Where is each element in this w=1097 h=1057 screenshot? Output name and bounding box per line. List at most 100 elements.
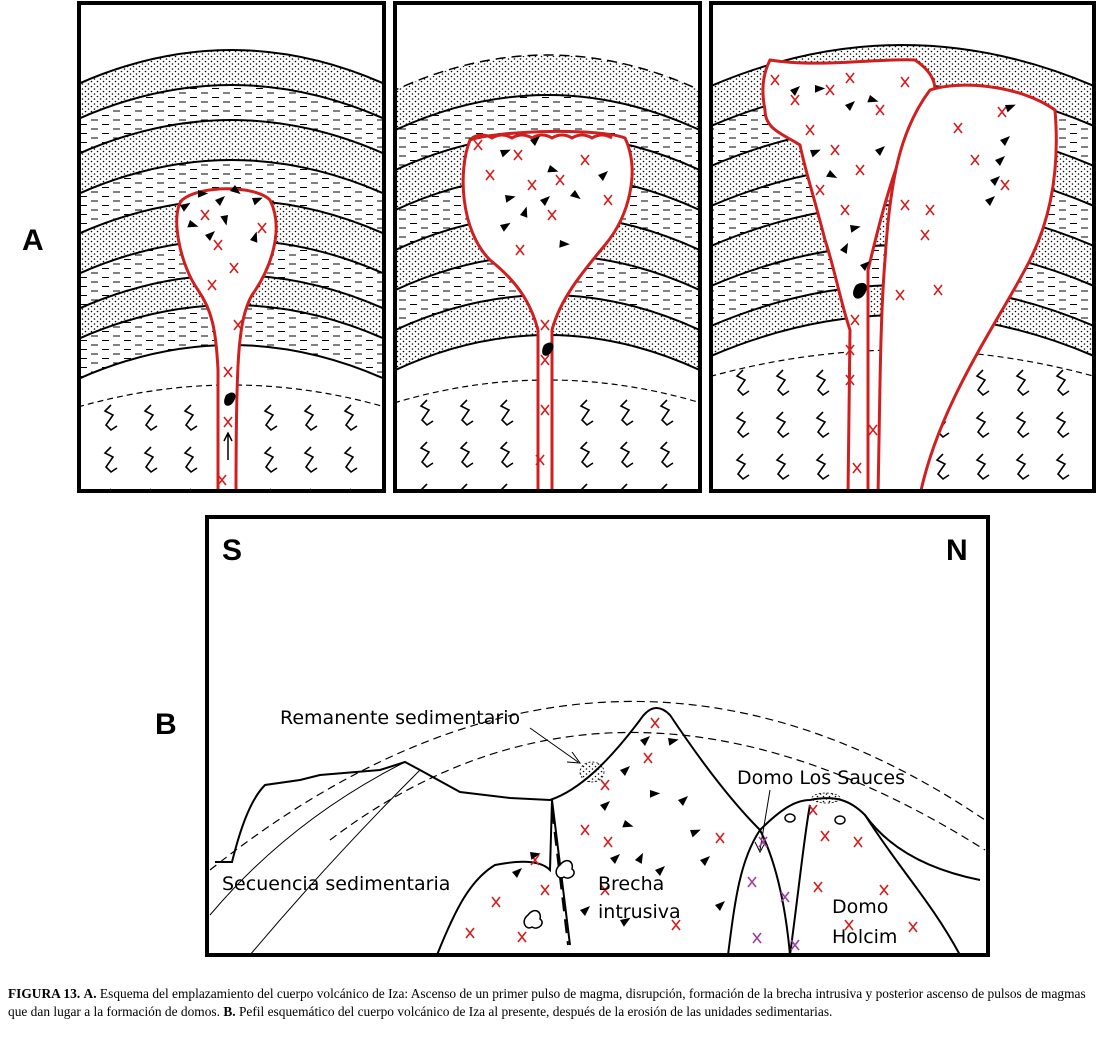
breccia-clast bbox=[197, 190, 209, 198]
disrupted-roof bbox=[471, 133, 613, 140]
basement-squiggle bbox=[499, 441, 514, 469]
panel-a-stage-3 bbox=[711, 44, 1094, 491]
crystal-x-mark bbox=[600, 779, 610, 791]
breccia-clast bbox=[530, 136, 540, 146]
domo-sauces-label: Domo Los Sauces bbox=[737, 767, 905, 789]
breccia-clast bbox=[850, 225, 861, 233]
holcim-label-2: Holcim bbox=[832, 926, 897, 948]
basement-squiggle bbox=[459, 441, 474, 469]
basement-squiggle bbox=[303, 404, 318, 432]
basement-squiggle bbox=[1015, 453, 1030, 481]
crystal-x-mark bbox=[920, 229, 930, 241]
basement-squiggle bbox=[579, 399, 594, 427]
panel-a1-frame bbox=[77, 1, 386, 493]
crystal-x-mark bbox=[830, 144, 840, 156]
panel-b-profile bbox=[209, 700, 986, 955]
vesicle bbox=[784, 813, 796, 823]
breccia-clast bbox=[205, 231, 215, 241]
panel-b-label: B bbox=[155, 708, 177, 741]
layer-boundary bbox=[711, 44, 1094, 88]
crystal-x-mark bbox=[752, 932, 762, 944]
crystal-x-mark bbox=[850, 314, 860, 326]
basement-squiggle bbox=[579, 441, 594, 469]
crystal-x-mark bbox=[900, 199, 910, 211]
crystal-x-mark bbox=[933, 284, 943, 296]
crystal-x-mark bbox=[875, 104, 885, 116]
breccia-clast bbox=[875, 146, 885, 156]
breccia-clast bbox=[252, 197, 263, 206]
crystal-x-mark bbox=[233, 319, 243, 331]
ascent-arrow bbox=[223, 431, 233, 460]
sediment-layer bbox=[395, 55, 700, 131]
basement-squiggle bbox=[499, 483, 508, 491]
clast-outline bbox=[523, 909, 543, 929]
crystal-x-mark bbox=[643, 752, 653, 764]
crystal-x-mark bbox=[840, 204, 850, 216]
crystal-x-mark bbox=[825, 84, 835, 96]
breccia-clast bbox=[512, 868, 522, 878]
basement-squiggle bbox=[815, 369, 830, 397]
remanente-label: Remanente sedimentario bbox=[280, 707, 520, 729]
breccia-clast bbox=[505, 195, 516, 203]
breccia-clast bbox=[620, 917, 631, 927]
breccia-clast bbox=[649, 790, 661, 798]
layer-boundary bbox=[79, 159, 384, 195]
breccia-clast bbox=[569, 190, 581, 200]
basement-squiggle bbox=[499, 399, 514, 427]
crystal-x-mark bbox=[580, 154, 590, 166]
north-label: N bbox=[946, 534, 968, 567]
crystal-x-mark bbox=[517, 931, 527, 943]
crystal-x-mark bbox=[868, 424, 878, 436]
basement-squiggle bbox=[103, 446, 118, 474]
crystal-x-mark bbox=[223, 416, 233, 428]
crystal-x-mark bbox=[540, 884, 550, 896]
crystal-x-mark bbox=[535, 454, 545, 466]
crystal-x-mark bbox=[853, 836, 863, 848]
figure-caption: FIGURA 13. A. Esquema del emplazamiento … bbox=[8, 985, 1093, 1021]
crystal-x-mark bbox=[815, 184, 825, 196]
crystal-x-mark bbox=[527, 179, 537, 191]
remanente-patch bbox=[579, 761, 605, 783]
breccia-clast bbox=[520, 206, 528, 218]
basement-squiggle bbox=[143, 404, 158, 432]
crystal-x-mark bbox=[540, 404, 550, 416]
basement-squiggle bbox=[619, 441, 634, 469]
crystal-x-mark bbox=[229, 262, 239, 274]
crystal-x-mark bbox=[953, 122, 963, 134]
crystal-x-mark bbox=[207, 279, 217, 291]
basement-squiggle bbox=[579, 483, 588, 491]
breccia-clast bbox=[867, 95, 879, 103]
breccia-clast bbox=[622, 820, 634, 828]
basement-squiggle bbox=[459, 399, 474, 427]
breccia-clast bbox=[990, 176, 1000, 186]
breccia-clast bbox=[547, 165, 559, 173]
breccia-clast bbox=[715, 901, 725, 911]
remanente-patch bbox=[811, 792, 841, 804]
caption-a-marker: A. bbox=[83, 986, 97, 1001]
panel-b-frame bbox=[205, 515, 990, 957]
bedding-line bbox=[209, 761, 421, 955]
basement-squiggle bbox=[1015, 411, 1030, 439]
basement-squiggle bbox=[343, 404, 358, 432]
crystal-x-mark bbox=[925, 204, 935, 216]
basement-squiggle bbox=[419, 399, 434, 427]
breccia-clast bbox=[215, 196, 225, 206]
brecha-label-1: Brecha bbox=[598, 873, 664, 895]
brecha-contact bbox=[436, 799, 571, 955]
breccia-clast bbox=[600, 801, 610, 811]
dark-clast bbox=[853, 282, 867, 299]
crystal-x-mark bbox=[465, 927, 475, 939]
crystal-x-mark bbox=[845, 374, 855, 386]
brecha-label-2: intrusiva bbox=[598, 901, 681, 923]
panel-a-stage-2 bbox=[395, 54, 700, 491]
crystal-x-mark bbox=[491, 896, 501, 908]
breccia-clast bbox=[187, 220, 199, 228]
breccia-clast bbox=[540, 196, 550, 206]
crystal-x-mark bbox=[813, 881, 823, 893]
crystal-x-mark bbox=[852, 462, 862, 474]
basement-squiggle bbox=[775, 453, 790, 481]
crystal-x-mark bbox=[485, 169, 495, 181]
crystal-x-mark bbox=[805, 124, 815, 136]
breccia-clast bbox=[530, 852, 541, 860]
basement-squiggle bbox=[975, 453, 990, 481]
